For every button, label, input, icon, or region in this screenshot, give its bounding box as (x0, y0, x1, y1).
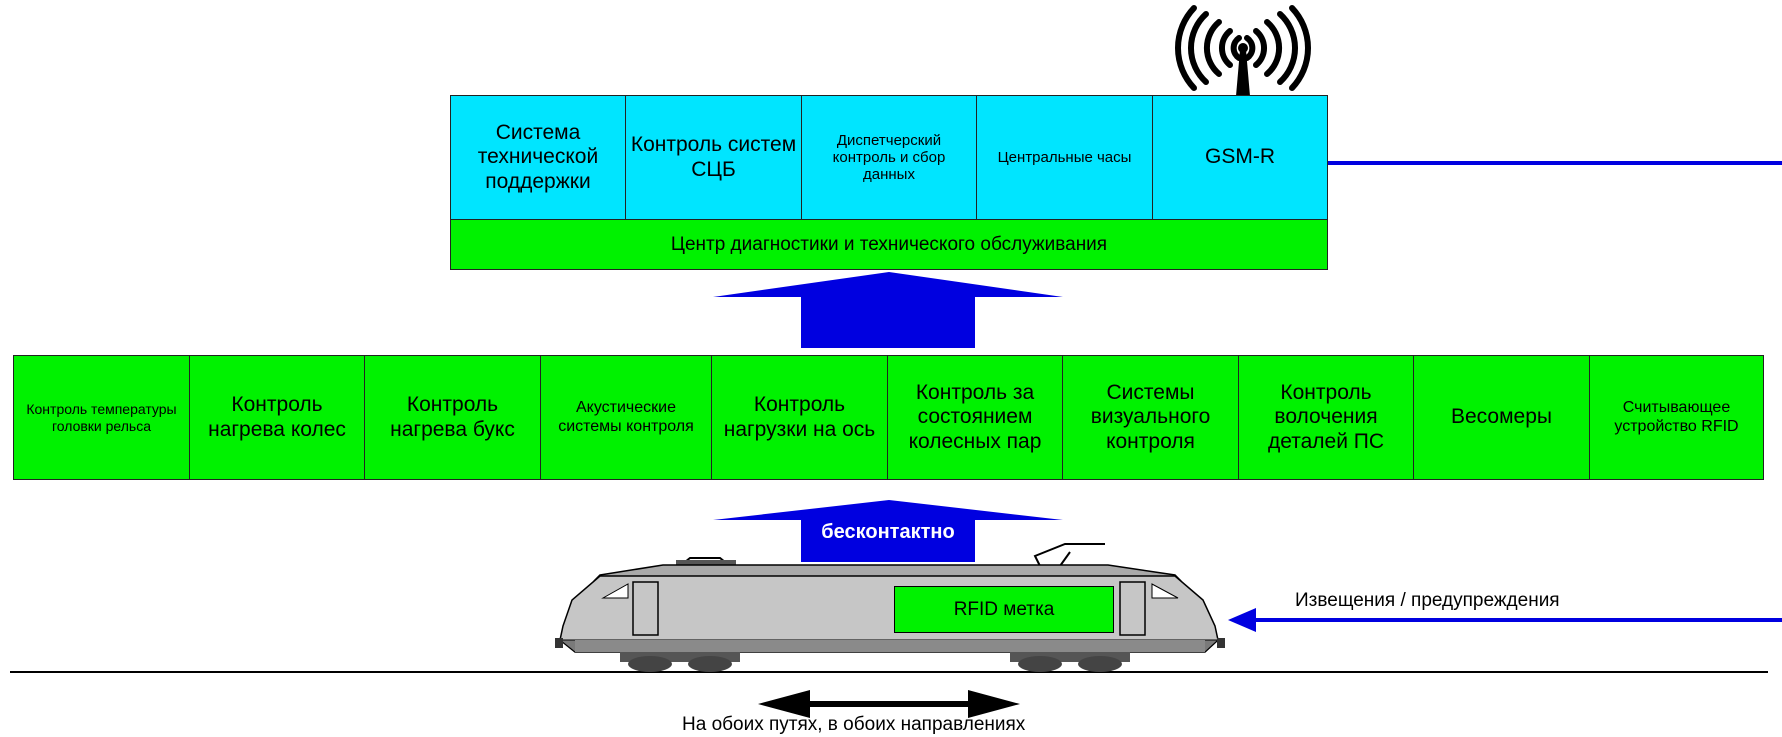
box-wheel-heat: Контроль нагрева колес (189, 355, 365, 480)
box-rail-temp: Контроль температуры головки рельса (13, 355, 190, 480)
box-weighers-label: Весомеры (1451, 405, 1552, 429)
box-scb-control-label: Контроль систем СЦБ (630, 133, 797, 181)
box-rfid-reader-label: Считывающее устройство RFID (1614, 399, 1739, 435)
box-tech-support: Система технической поддержки (450, 95, 626, 220)
both-tracks-label: На обоих путях, в обоих направлениях (682, 714, 1026, 735)
box-axle-load: Контроль нагрузки на ось (711, 355, 888, 480)
box-central-clock-label: Центральные часы (997, 148, 1132, 166)
box-dispatch-control-label: Диспетчерский контроль и сбор данных (832, 131, 946, 184)
box-wheelset: Контроль за состоянием колесных пар (887, 355, 1063, 480)
box-scb-control: Контроль систем СЦБ (625, 95, 802, 220)
box-weighers: Весомеры (1413, 355, 1590, 480)
notice-arrow (1228, 608, 1782, 632)
rfid-tag-label: RFID метка (953, 598, 1055, 620)
double-arrow (758, 690, 1020, 718)
box-wheel-heat-label: Контроль нагрева колес (208, 393, 346, 441)
diagnostic-center-label: Центр диагностики и технического обслужи… (670, 233, 1108, 255)
box-rail-temp-label: Контроль температуры головки рельса (26, 401, 177, 434)
up-arrow-lower (713, 500, 1063, 562)
box-visual-label: Системы визуального контроля (1090, 381, 1211, 453)
contactless-label: бесконтактно (821, 521, 955, 543)
box-axlebox-heat: Контроль нагрева букс (364, 355, 541, 480)
up-arrow-upper (713, 272, 1063, 348)
box-acoustic: Акустические системы контроля (540, 355, 712, 480)
antenna-icon (1175, 5, 1311, 91)
box-rfid-reader: Считывающее устройство RFID (1589, 355, 1764, 480)
box-dragging-label: Контроль волочения деталей ПС (1267, 381, 1385, 453)
train-icon (555, 543, 1225, 672)
notice-label: Извещения / предупреждения (1295, 590, 1560, 611)
box-axlebox-heat-label: Контроль нагрева букс (390, 393, 515, 441)
box-visual: Системы визуального контроля (1062, 355, 1239, 480)
diagnostic-center-box: Центр диагностики и технического обслужи… (450, 219, 1328, 270)
box-acoustic-label: Акустические системы контроля (558, 399, 694, 435)
box-dragging: Контроль волочения деталей ПС (1238, 355, 1414, 480)
antenna-mast (1236, 50, 1250, 96)
box-axle-load-label: Контроль нагрузки на ось (723, 393, 876, 441)
rfid-tag-box: RFID метка (894, 586, 1114, 633)
box-gsm-r-label: GSM-R (1205, 145, 1275, 169)
box-wheelset-label: Контроль за состоянием колесных пар (908, 381, 1042, 453)
box-gsm-r: GSM-R (1152, 95, 1328, 220)
box-tech-support-label: Система технической поддержки (477, 121, 599, 193)
box-central-clock: Центральные часы (976, 95, 1153, 220)
box-dispatch-control: Диспетчерский контроль и сбор данных (801, 95, 977, 220)
